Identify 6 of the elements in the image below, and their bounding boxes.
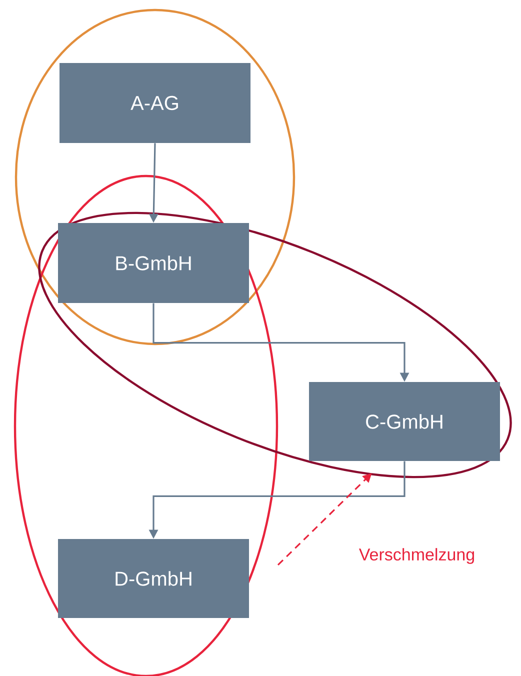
company-box: D-GmbH — [58, 539, 249, 618]
company-box: C-GmbH — [309, 382, 500, 461]
company-box: B-GmbH — [58, 223, 249, 303]
edge-label: Verschmelzung — [358, 547, 476, 565]
company-box: A-AG — [60, 63, 250, 143]
group-ellipse — [14, 8, 296, 346]
